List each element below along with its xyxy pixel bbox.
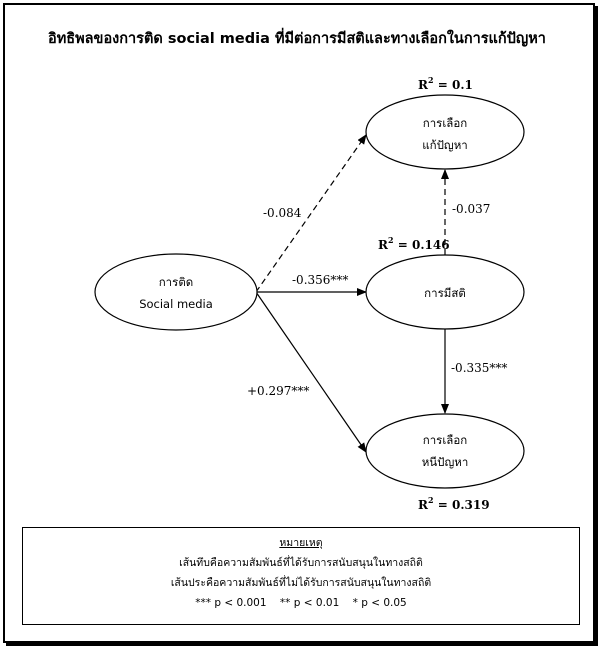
r2-solve: R2 = 0.1 — [418, 75, 473, 92]
sig-001: *** p < 0.001 — [195, 597, 267, 609]
sig-01: ** p < 0.01 — [279, 597, 340, 609]
node-label: หนีปัญหา — [422, 455, 469, 469]
coef-mind-to-avoid: -0.335*** — [451, 361, 507, 375]
note-dashed-line: เส้นประคือความสัมพันธ์ที่ไม่ได้รับการสนั… — [170, 577, 432, 589]
r2-mind: R2 = 0.146 — [378, 235, 450, 252]
diagram-title: อิทธิพลของการติด social media ที่มีต่อกา… — [48, 31, 546, 47]
coef-social-to-mind: -0.356*** — [292, 273, 348, 287]
sig-05: * p < 0.05 — [352, 597, 407, 609]
node-label: Social media — [139, 297, 213, 311]
coef-social-to-solve: -0.084 — [263, 206, 302, 220]
note-solid-line: เส้นทึบคือความสัมพันธ์ที่ได้รับการสนับสน… — [179, 557, 423, 569]
node-label: แก้ปัญหา — [422, 138, 468, 152]
coef-social-to-avoid: +0.297*** — [247, 384, 309, 398]
note-significance: *** p < 0.001 ** p < 0.01 * p < 0.05 — [23, 593, 579, 613]
node-label: การมีสติ — [424, 286, 466, 300]
node-problem-solving-choice: การเลือก แก้ปัญหา — [365, 94, 525, 170]
node-social-media-addiction: การติด Social media — [94, 253, 258, 331]
coef-mind-to-solve: -0.037 — [452, 202, 490, 216]
node-label: การติด — [159, 275, 194, 289]
r2-avoid: R2 = 0.319 — [418, 495, 490, 512]
note-heading: หมายเหตุ — [279, 537, 323, 549]
node-label: การเลือก — [423, 116, 467, 130]
legend-note-box: หมายเหตุ เส้นทึบคือความสัมพันธ์ที่ได้รับ… — [22, 527, 580, 625]
node-problem-avoidance-choice: การเลือก หนีปัญหา — [365, 413, 525, 489]
arrow-social-to-avoid — [255, 291, 367, 453]
arrow-social-to-solve — [255, 134, 367, 293]
node-label: การเลือก — [423, 433, 467, 447]
node-mindfulness: การมีสติ — [365, 254, 525, 330]
